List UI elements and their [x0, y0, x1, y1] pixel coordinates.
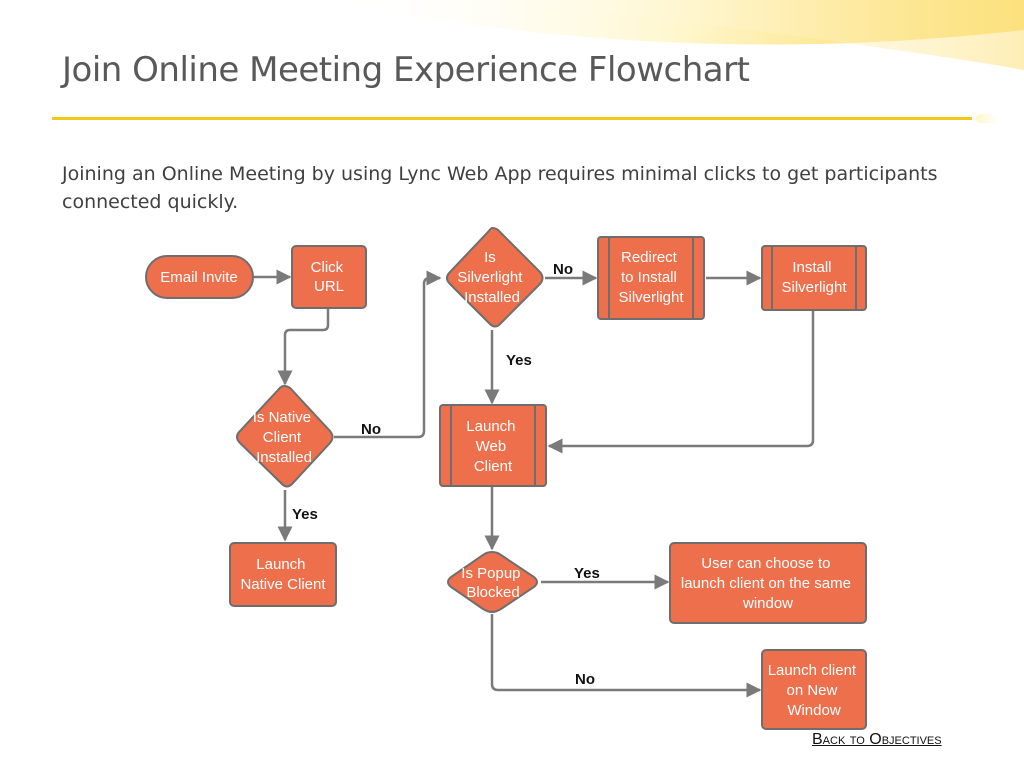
node-launch-native-client: Launch Native Client [229, 542, 337, 607]
title-divider [52, 117, 972, 120]
node-click-url: Click URL [291, 245, 367, 309]
node-text: Email Invite [160, 269, 238, 286]
title-divider-accent [976, 114, 998, 123]
node-text: window [742, 595, 793, 612]
node-text: on New [786, 682, 837, 699]
edge-label-native-yes: Yes [292, 506, 318, 523]
edge-is-popup-no-to-launch-new [490, 614, 762, 698]
svg-text:Redirect to Install: Redirect to Install Silverlight [618, 249, 684, 306]
svg-text:Launch Native Client: Launch Native Client [240, 556, 326, 593]
node-text: User can choose to [701, 555, 830, 572]
node-email-invite: Email Invite [145, 255, 254, 299]
node-text: Installed [256, 449, 312, 466]
edge-is-native-no-to-is-silverlight [334, 270, 442, 439]
node-redirect-to-install-silverlight: Redirect to Install Silverlight [597, 236, 705, 320]
node-text: Web [476, 438, 507, 455]
edge-label-popup-yes: Yes [574, 565, 600, 582]
node-text: Native Client [240, 576, 326, 593]
svg-text:Click URL: Click URL [311, 259, 348, 295]
edge-install-to-launch-web [547, 311, 815, 454]
node-text: Silverlight [781, 279, 847, 296]
node-text: launch client on the same [681, 575, 851, 592]
edge-click-to-is-native [277, 309, 330, 386]
decision-is-popup-blocked: Is Popup Blocked [447, 550, 538, 614]
node-text: Install [792, 259, 831, 276]
svg-text:Is Popup Blocked: Is Popup Blocked [461, 565, 524, 601]
svg-text:Email Invite: Email Invite [160, 269, 238, 286]
node-text: Blocked [466, 584, 519, 601]
svg-text:Is Native Client I: Is Native Client Installed [253, 409, 316, 466]
node-text: Silverlight [457, 269, 523, 286]
svg-text:Launch Web Client: Launch Web Client [466, 418, 519, 475]
background-swoosh [330, 0, 1024, 70]
page-title: Join Online Meeting Experience Flowchart [62, 50, 750, 90]
node-launch-client-new-window: Launch client on New Window [761, 649, 867, 730]
edge-label-silverlight-no: No [553, 261, 573, 278]
node-text: Client [474, 458, 513, 475]
svg-text:User can choose to launc: User can choose to launch client on the … [681, 555, 855, 612]
node-launch-web-client: Launch Web Client [439, 404, 547, 487]
node-text: URL [314, 278, 344, 295]
node-user-can-choose: User can choose to launch client on the … [669, 542, 867, 624]
edge-label-silverlight-yes: Yes [506, 352, 532, 369]
edge-label-popup-no: No [575, 671, 595, 688]
node-text: to Install [621, 269, 677, 286]
node-text: Click [311, 259, 344, 276]
node-text: Window [787, 702, 841, 719]
node-text: Redirect [621, 249, 678, 266]
decision-is-native-client-installed: Is Native Client Installed [236, 384, 334, 488]
node-text: Launch [466, 418, 515, 435]
svg-text:Is Silverlight Ins: Is Silverlight Installed [457, 249, 526, 306]
edge-label-native-no: No [361, 421, 381, 438]
node-text: Is Native [253, 409, 311, 426]
node-text: Installed [464, 289, 520, 306]
decision-is-silverlight-installed: Is Silverlight Installed [446, 226, 544, 328]
svg-text:Install Silverlight: Install Silverlight [781, 259, 847, 296]
intro-text: Joining an Online Meeting by using Lync … [62, 163, 938, 213]
node-text: Is Popup [461, 565, 520, 582]
node-text: Launch [256, 556, 305, 573]
back-to-objectives-link[interactable]: Back to Objectives [812, 731, 942, 748]
node-text: Silverlight [618, 289, 684, 306]
node-install-silverlight: Install Silverlight [761, 245, 867, 311]
node-text: Is [484, 249, 496, 266]
node-text: Client [263, 429, 302, 446]
node-text: Launch client [768, 662, 857, 679]
svg-text:Launch client on New: Launch client on New Window [768, 662, 861, 719]
